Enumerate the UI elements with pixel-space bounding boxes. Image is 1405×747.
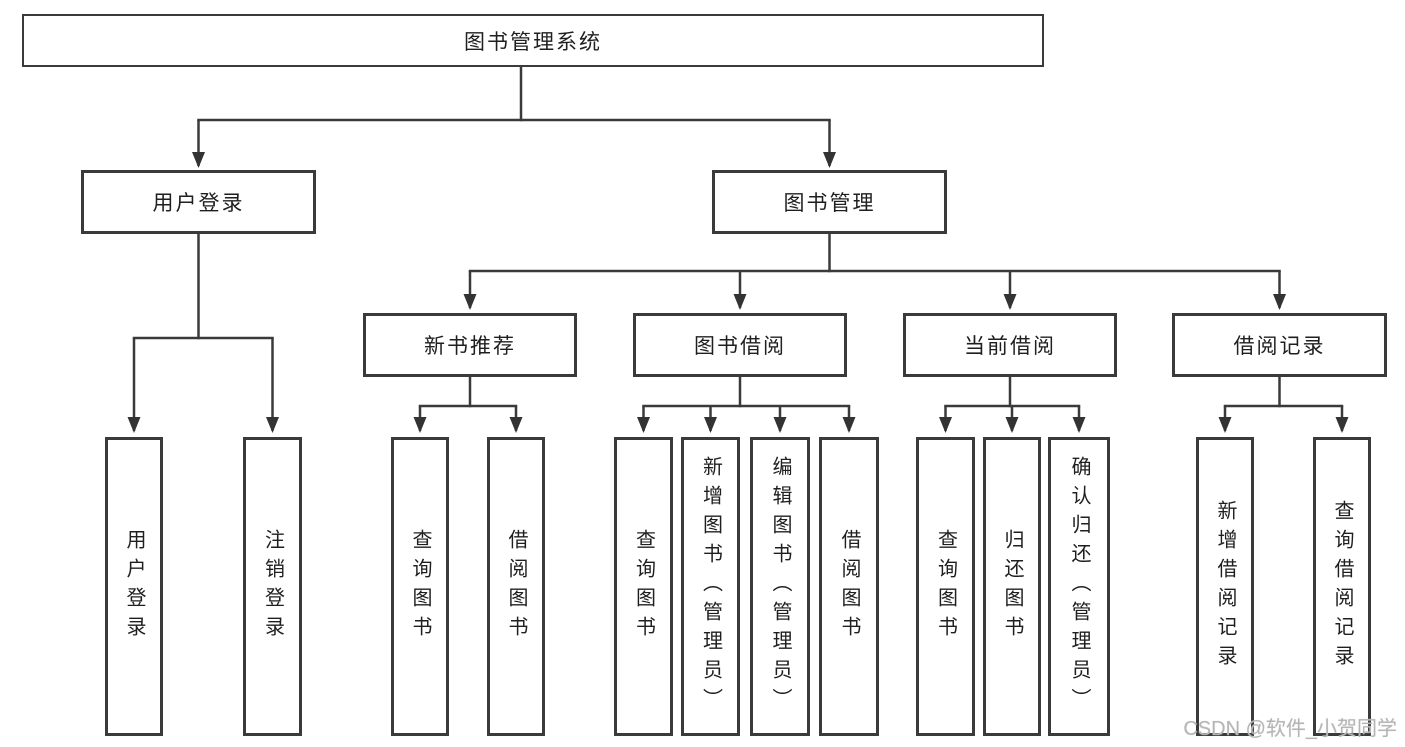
leaf-bb-query-books-label: 查询图书 (632, 528, 655, 645)
leaf-cb-query-books-label: 查询图书 (934, 528, 957, 645)
leaf-bb-add-books-admin-label: 新增图书（管理员） (699, 456, 722, 717)
leaf-br-add-record-label: 新增借阅记录 (1214, 499, 1236, 674)
leaf-logout: 注销登录 (243, 437, 302, 736)
leaf-br-add-record: 新增借阅记录 (1196, 437, 1254, 736)
node-current-borrow: 当前借阅 (903, 313, 1117, 377)
leaf-br-query-record-label: 查询借阅记录 (1331, 499, 1353, 674)
leaf-bb-edit-books-admin-label: 编辑图书（管理员） (769, 456, 791, 717)
leaf-bb-borrow-books: 借阅图书 (819, 437, 879, 736)
leaf-bb-edit-books-admin: 编辑图书（管理员） (750, 437, 810, 736)
node-book-management: 图书管理 (712, 170, 947, 234)
leaf-br-query-record: 查询借阅记录 (1313, 437, 1371, 736)
leaf-cb-confirm-return-admin-label: 确认归还（管理员） (1068, 456, 1090, 717)
node-current-borrow-label: 当前借阅 (964, 335, 1056, 358)
leaf-cb-return-books-label: 归还图书 (1001, 528, 1023, 645)
leaf-logout-label: 注销登录 (261, 528, 284, 645)
leaf-bb-borrow-books-label: 借阅图书 (838, 528, 860, 645)
leaf-cb-confirm-return-admin: 确认归还（管理员） (1048, 437, 1110, 736)
leaf-rec-query-books-label: 查询图书 (409, 528, 431, 645)
leaf-cb-return-books: 归还图书 (983, 437, 1041, 736)
leaf-rec-borrow-books: 借阅图书 (487, 437, 545, 736)
leaf-user-login: 用户登录 (105, 437, 163, 736)
node-user-login: 用户登录 (81, 170, 316, 234)
leaf-user-login-label: 用户登录 (123, 528, 145, 645)
leaf-rec-borrow-books-label: 借阅图书 (505, 528, 527, 645)
csdn-watermark: CSDN @软件_小贺同学 (1183, 718, 1397, 740)
node-user-login-label: 用户登录 (152, 192, 245, 215)
node-new-book-recommend: 新书推荐 (363, 313, 577, 377)
node-borrow-records: 借阅记录 (1172, 313, 1387, 377)
node-book-borrow-label: 图书借阅 (694, 335, 786, 358)
node-borrow-records-label: 借阅记录 (1233, 335, 1326, 358)
leaf-rec-query-books: 查询图书 (391, 437, 449, 736)
node-root-system: 图书管理系统 (22, 14, 1044, 67)
node-book-management-label: 图书管理 (783, 192, 876, 215)
leaf-bb-add-books-admin: 新增图书（管理员） (681, 437, 740, 736)
node-book-borrow: 图书借阅 (633, 313, 847, 377)
node-root-label: 图书管理系统 (464, 30, 602, 54)
node-new-book-recommend-label: 新书推荐 (424, 335, 516, 358)
leaf-bb-query-books: 查询图书 (614, 437, 673, 736)
leaf-cb-query-books: 查询图书 (916, 437, 975, 736)
